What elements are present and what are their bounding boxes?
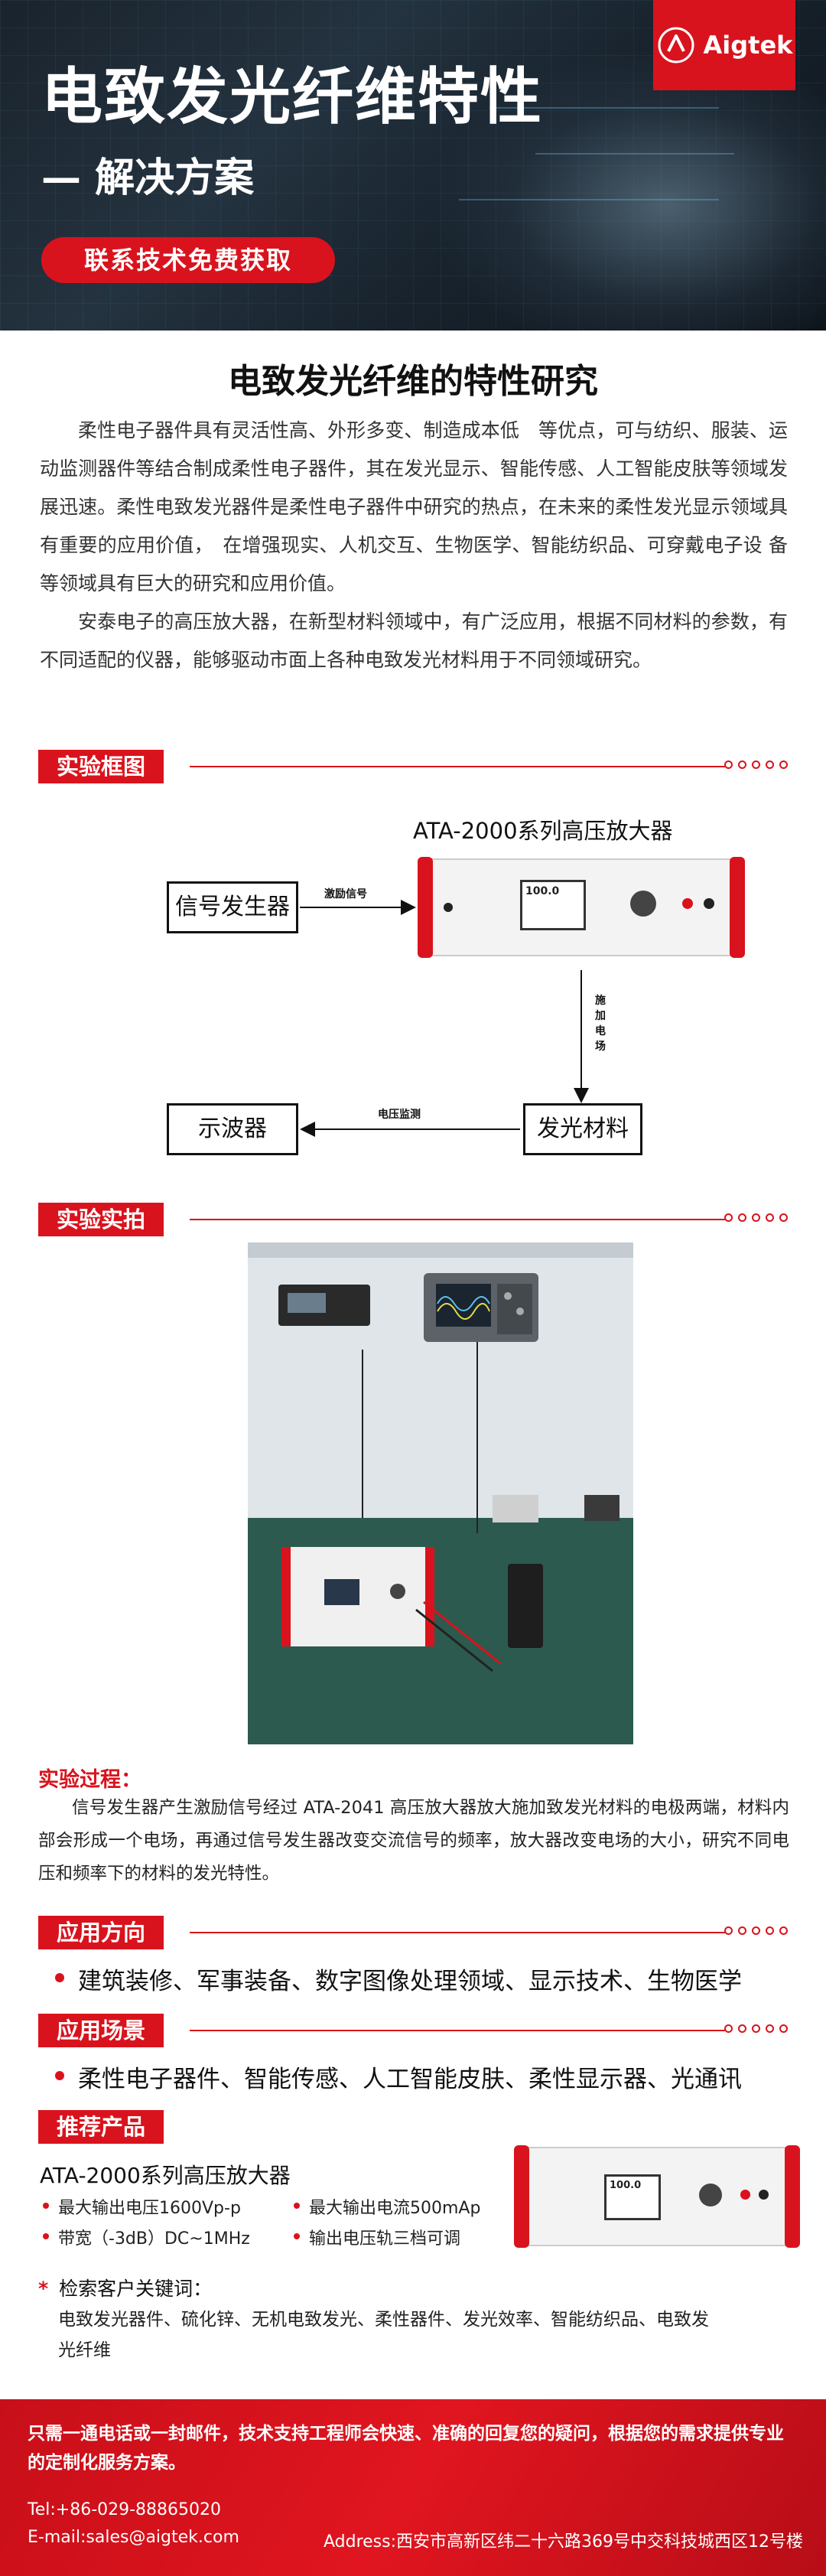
section-divider [190,766,725,767]
voltage-monitor-label: 电压监测 [378,1109,421,1121]
oscilloscope-box: 示波器 [167,1103,298,1155]
intro-heading: 电致发光纤维的特性研究 [228,362,598,401]
product-spec: 最大输出电流500mAp [294,2194,480,2219]
luminescent-material-box: 发光材料 [523,1103,642,1155]
amplifier-screen-value: 100.0 [525,885,560,897]
footer-phone[interactable]: Tel:+86-029-88865020 [28,2500,222,2519]
footer-email[interactable]: E-mail:sales@aigtek.com [28,2528,239,2547]
amplifier-side-panel [785,2145,800,2248]
hero-hand-image [428,46,826,331]
experiment-photo [248,1242,633,1744]
section-tag: 应用方向 [38,1916,164,1949]
section-header-photo: 实验实拍 [38,1203,788,1236]
section-dots-decoration [724,1926,788,1935]
section-header-diagram: 实验框图 [38,750,788,783]
amplifier-side-panel [514,2145,529,2248]
aigtek-logo: Aigtek [653,0,795,90]
product-image: 100.0 [514,2145,800,2248]
section-divider [190,1932,725,1933]
footer-message: 只需一通电话或一封邮件，技术支持工程师会快速、准确的回复您的疑问，根据您的需求提… [28,2424,784,2473]
section-tag: 实验实拍 [38,1203,164,1236]
hero-light-line [489,107,719,109]
product-output-terminal [759,2190,769,2200]
keywords-title-text: 检索客户关键词： [59,2278,213,2300]
amplifier-side-panel [730,857,745,958]
keywords-text: 电致发光器件、硫化锌、无机电致发光、柔性器件、发光效率、智能纺织品、电致发光纤维 [58,2310,709,2360]
section-header-product: 推荐产品 [38,2110,788,2144]
applied-field-label: 施加电场 [595,995,606,1053]
section-divider [190,1219,725,1220]
section-dots-decoration [724,2024,788,2033]
application-direction-item: 建筑装修、军事装备、数字图像处理领域、显示技术、生物医学 [55,1962,742,1996]
section-dots-decoration [724,760,788,769]
amplifier-side-panel [418,857,433,958]
product-spec: 最大输出电压1600Vp-p [43,2194,241,2219]
product-name: ATA-2000系列高压放大器 [40,2163,291,2188]
amplifier-screen: 100.0 [520,880,586,930]
hero-subtitle: — 解决方案 [41,155,255,201]
product-screen-value: 100.0 [610,2180,642,2191]
amplifier-output-terminal [682,898,693,909]
footer: 只需一通电话或一封邮件，技术支持工程师会快速、准确的回复您的疑问，根据您的需求提… [0,2399,826,2576]
product-screen: 100.0 [604,2174,661,2220]
diagram-arrows [300,900,589,1137]
application-scene-item: 柔性电子器件、智能传感、人工智能皮肤、柔性显示器、光通讯 [55,2060,742,2094]
intro-paragraph-2: 安泰电子的高压放大器，在新型材料领域中，有广泛应用，根据不同材料的参数，有不同适… [40,611,788,671]
section-header-direction: 应用方向 [38,1916,788,1949]
hero-banner: 电致发光纤维特性 — 解决方案 联系技术免费获取 Aigtek [0,0,826,331]
amplifier-power-switch [444,903,453,912]
application-scene-text: 柔性电子器件、智能传感、人工智能皮肤、柔性显示器、光通讯 [78,2066,742,2093]
section-tag: 实验框图 [38,750,164,783]
section-dots-decoration [724,1213,788,1222]
process-title: 实验过程： [38,1768,141,1792]
process-text: 信号发生器产生激励信号经过 ATA-2041 高压放大器放大施加致发光材料的电极… [38,1798,789,1884]
aigtek-logo-icon [658,27,694,64]
signal-generator-box: 信号发生器 [167,881,298,933]
hero-title: 电致发光纤维特性 [41,61,543,132]
amplifier-knob [630,891,656,917]
intro-paragraph-1: 柔性电子器件具有灵活性高、外形多变、制造成本低 等优点，可与纺织、服装、运动监测… [40,419,788,594]
keywords-title: * 检索客户关键词： [38,2274,212,2301]
asterisk-icon: * [38,2278,49,2300]
section-tag: 推荐产品 [38,2110,164,2144]
footer-address: Address:西安市高新区纬二十六路369号中交科技城西区12号楼 [323,2532,803,2552]
hero-light-line [535,153,734,155]
amplifier-device-image: 100.0 [418,857,745,958]
product-spec: 输出电压轨三档可调 [294,2225,460,2249]
contact-cta-button[interactable]: 联系技术免费获取 [41,237,335,283]
amplifier-output-terminal [704,898,714,909]
experiment-photo-drawing [248,1242,633,1744]
product-output-terminal [740,2190,750,2200]
section-header-scene: 应用场景 [38,2014,788,2047]
application-direction-text: 建筑装修、军事装备、数字图像处理领域、显示技术、生物医学 [78,1968,742,1995]
product-knob [699,2184,722,2206]
amplifier-title: ATA-2000系列高压放大器 [413,818,673,844]
product-spec: 带宽（-3dB）DC~1MHz [43,2225,250,2249]
section-divider [190,2030,725,2031]
section-tag: 应用场景 [38,2014,164,2047]
hero-light-line [459,199,719,200]
logo-text: Aigtek [703,31,793,60]
excitation-signal-label: 激励信号 [324,888,367,900]
